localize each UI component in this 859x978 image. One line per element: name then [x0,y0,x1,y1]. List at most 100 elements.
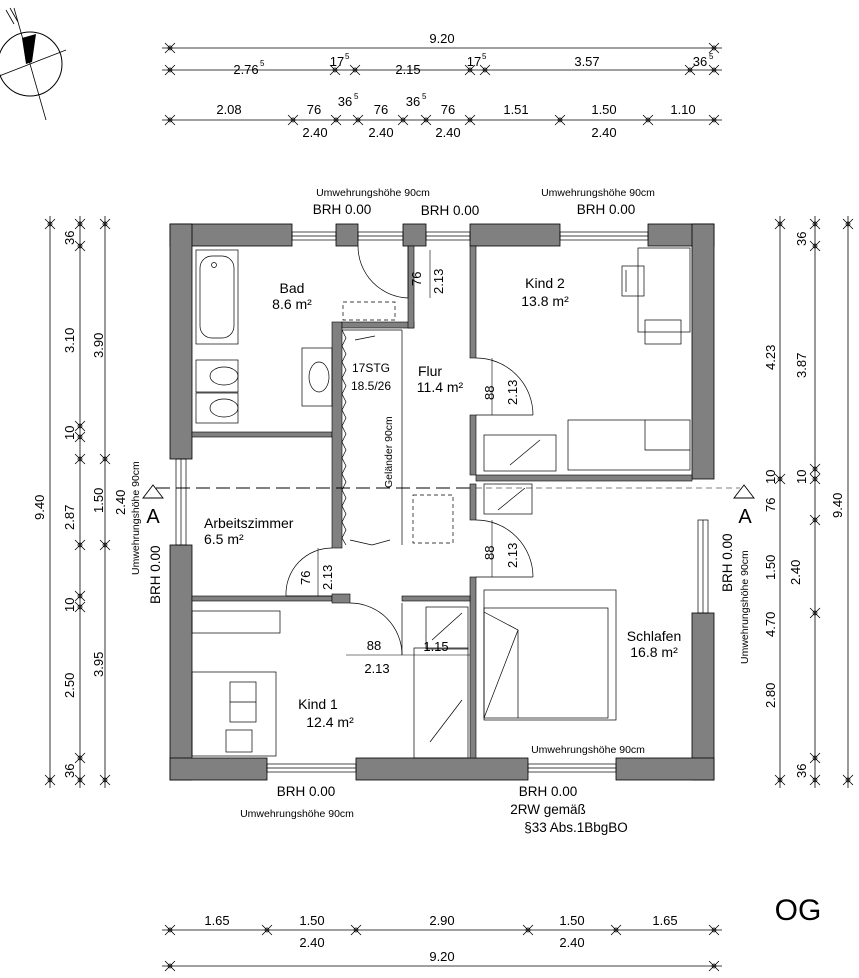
brh-label: BRH 0.00 [519,784,578,799]
dim-top-3: 76 [441,102,455,117]
dim-right-b: 76 [763,498,778,512]
dim-left: 10 [62,426,77,440]
dim-sup: 5 [345,52,350,61]
room-name: Schlafen [627,628,681,644]
parapet-label: Umwehrungshöhe 90cm [316,187,430,199]
door-dim: 1.15 [423,639,448,654]
dim-top-3b: 2.40 [435,125,460,140]
dim-right: 36 [794,764,809,778]
dim-top-3: 76 [307,102,321,117]
left-dimension-chain [49,216,106,788]
room-area: 6.5 m² [204,531,244,547]
room-area: 16.8 m² [630,644,678,660]
door-dim: 2.13 [505,380,520,405]
parapet-label: Umwehrungshöhe 90cm [130,461,142,575]
door-dim: 2.13 [364,661,389,676]
dim-bottom: 1.65 [204,913,229,928]
windows [175,231,709,773]
dim-top-3: 76 [374,102,388,117]
dim-right: 2.40 [788,560,803,585]
room-area: 8.6 m² [272,296,312,312]
dim-top-2: 17 [467,54,481,69]
furniture [191,247,691,759]
dim-bottom-total: 9.20 [429,949,454,964]
dim-top-3: 1.10 [670,102,695,117]
brh-label: BRH 0.00 [421,203,480,218]
stair-ratio: 18.5/26 [351,379,391,393]
dim-top-2: 17 [330,54,344,69]
dim-top-2: 2.76 [233,62,258,77]
room-name: Kind 2 [525,275,565,291]
dim-right-total: 9.40 [830,493,845,518]
dim-top-3: 36 [406,94,420,109]
brh-label: BRH 0.00 [577,202,636,217]
dim-right: 4.70 [763,612,778,637]
dim-top-2: 2.15 [395,62,420,77]
dim-right: 1.50 [763,555,778,580]
dim-right: 36 [794,232,809,246]
interior-walls [191,245,693,759]
dim-top-3: 1.50 [591,102,616,117]
dim-left-b: 2.40 [113,490,128,515]
brh-label: BRH 0.00 [720,533,735,592]
dim-top-2: 3.57 [574,54,599,69]
room-area: 11.4 m² [417,379,464,395]
room-name: Bad [280,280,305,296]
dim-sup: 5 [260,59,265,68]
escape-note: 2RW gemäß [510,802,586,817]
bottom-dimension-chain [162,929,722,967]
dim-top-3b: 2.40 [368,125,393,140]
dim-right: 2.80 [763,683,778,708]
staircase [341,301,454,546]
dim-left: 36 [62,231,77,245]
dim-left-b: 3.95 [91,652,106,677]
dim-sup: 5 [482,52,487,61]
room-name: Flur [418,363,442,379]
dim-top-total: 9.20 [429,31,454,46]
dim-top-3b: 2.40 [591,125,616,140]
right-dimension-chain [779,216,849,788]
dim-left: 1.50 [91,488,106,513]
door-swings [285,245,534,656]
dim-bottom: 1.50 [299,913,324,928]
parapet-label: Umwehrungshöhe 90cm [541,187,655,199]
dim-top-3b: 2.40 [302,125,327,140]
door-dim: 88 [367,638,381,653]
dim-sup: 5 [709,52,714,61]
dim-left: 36 [62,764,77,778]
dim-bottom-b: 2.40 [299,935,324,950]
dim-right-b: 10 [763,470,778,484]
section-mark-left: A [146,506,160,528]
door-dim: 88 [482,546,497,560]
door-dim: 2.13 [431,269,446,294]
dim-top-3: 1.51 [503,102,528,117]
top-dimension-chain [162,47,722,121]
dim-left-b: 3.90 [91,333,106,358]
parapet-label: Umwehrungshöhe 90cm [531,744,645,756]
north-arrow-icon [0,7,67,121]
dim-left: 3.10 [62,328,77,353]
dim-sup: 5 [354,92,359,101]
brh-label: BRH 0.00 [148,545,163,604]
section-line [142,484,755,499]
door-dim: 2.13 [320,565,335,590]
dim-bottom-b: 2.40 [559,935,584,950]
dim-right: 3.87 [794,353,809,378]
dim-top-2: 36 [693,54,707,69]
door-dim: 2.13 [505,543,520,568]
door-dim: 76 [298,571,313,585]
dim-left: 10 [62,598,77,612]
room-name: Arbeitszimmer [204,515,294,531]
dim-sup: 5 [422,92,427,101]
dim-top-3: 2.08 [216,102,241,117]
exterior-walls [169,223,715,781]
brh-label: BRH 0.00 [313,202,372,217]
parapet-label: Umwehrungshöhe 90cm [240,808,354,820]
floor-label: OG [775,894,822,927]
brh-label: BRH 0.00 [277,784,336,799]
stair-railing: Geländer 90cm [383,416,395,488]
dim-right: 10 [794,470,809,484]
dim-right-b: 4.23 [763,345,778,370]
dim-bottom: 1.65 [652,913,677,928]
